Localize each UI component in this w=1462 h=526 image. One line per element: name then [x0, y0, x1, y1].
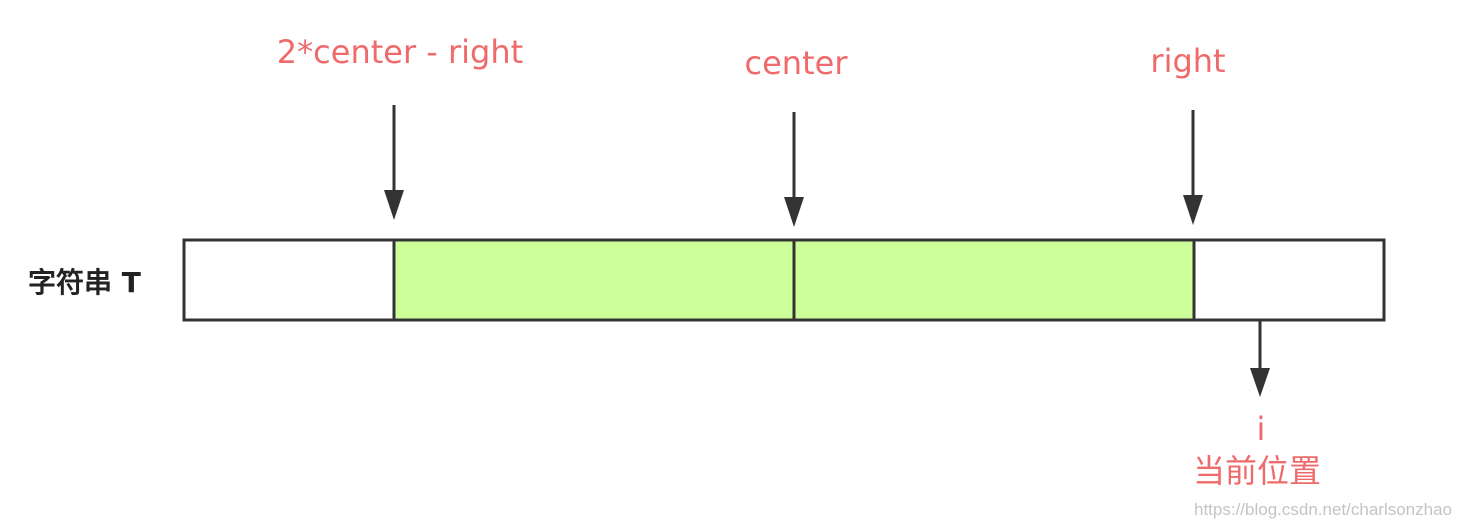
current-position-arrow	[1250, 320, 1270, 397]
mirror-arrow	[384, 105, 404, 220]
current-position-label: 当前位置	[1193, 452, 1321, 490]
center-arrow	[784, 112, 804, 227]
palindrome-right-half	[792, 238, 1196, 322]
string-bar	[182, 238, 1386, 322]
center-label: center	[745, 44, 849, 82]
string-label: 字符串 T	[28, 266, 141, 299]
right-segment	[1192, 238, 1386, 322]
index-i-label: i	[1257, 410, 1266, 448]
mirror-label: 2*center - right	[277, 33, 523, 71]
watermark: https://blog.csdn.net/charlsonzhao	[1194, 500, 1452, 519]
left-segment	[182, 238, 396, 322]
right-arrow	[1183, 110, 1203, 225]
palindrome-left-half	[392, 238, 796, 322]
right-label: right	[1150, 42, 1225, 80]
